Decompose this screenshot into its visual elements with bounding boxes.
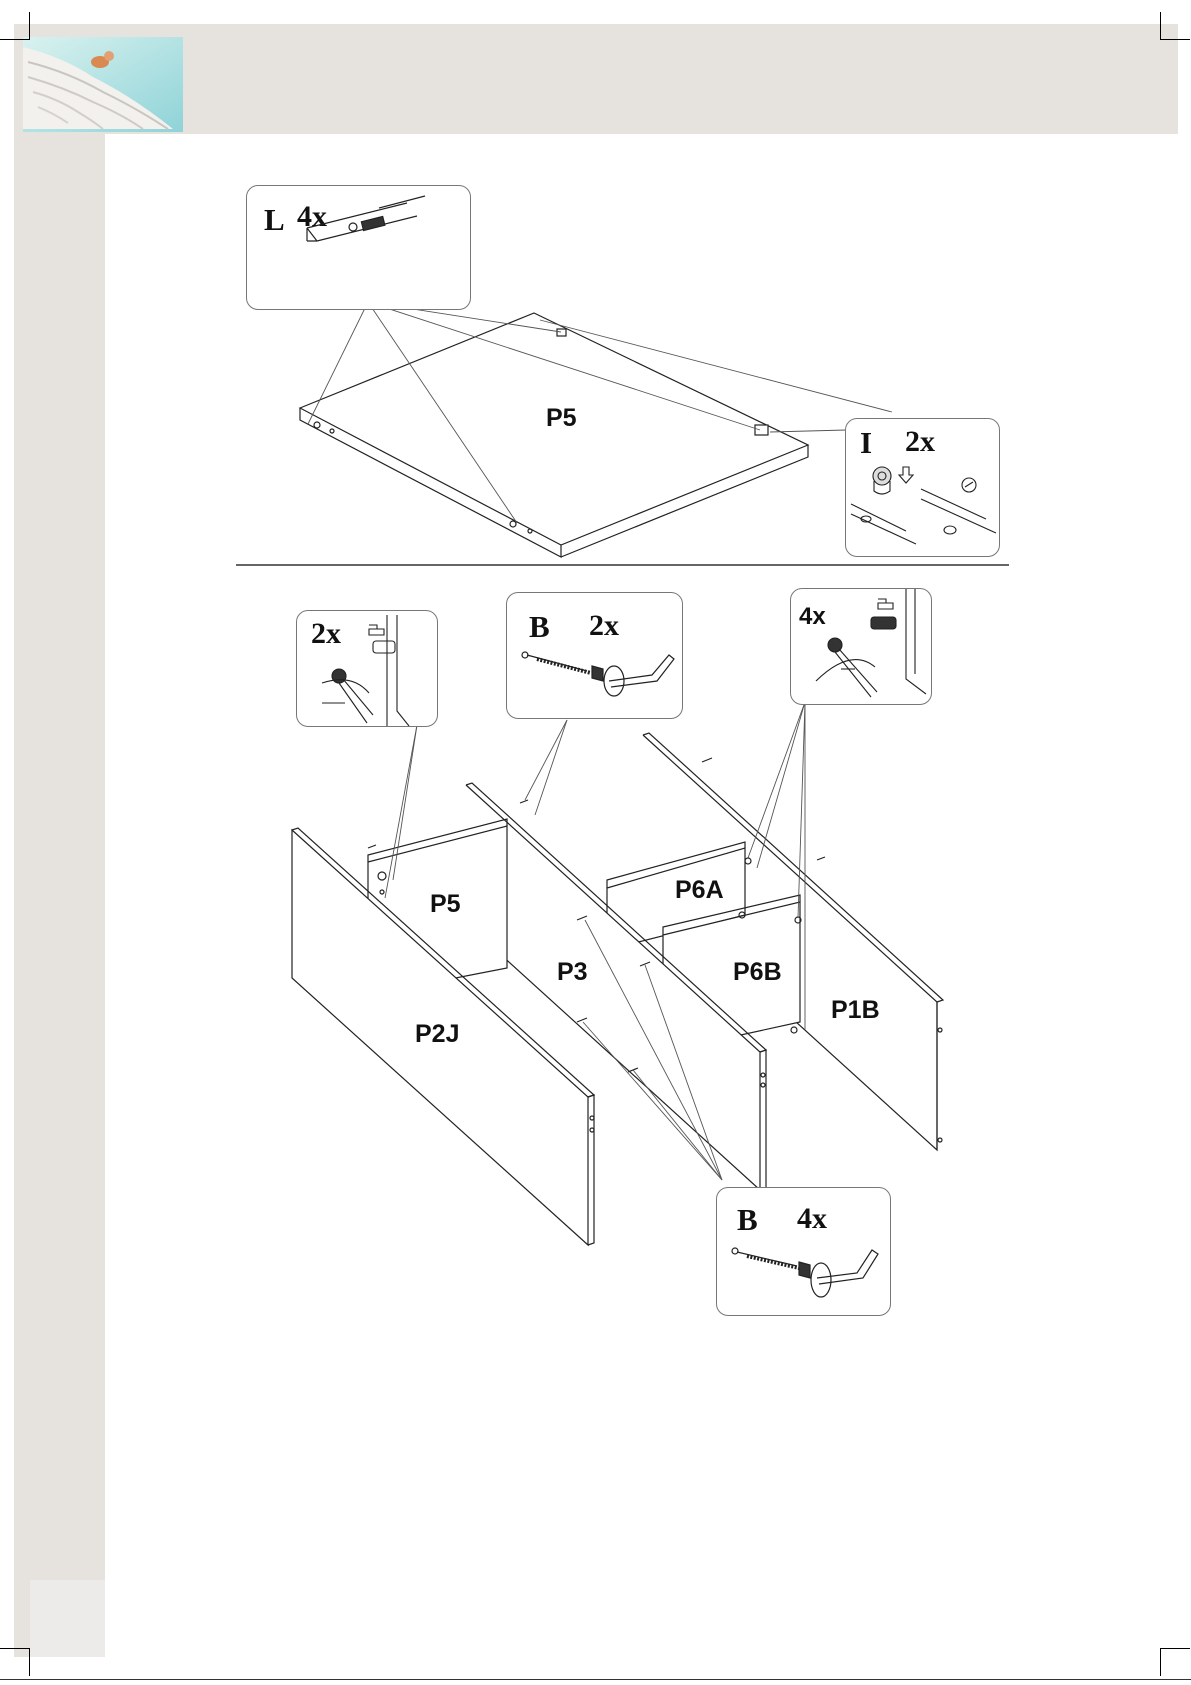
- board-p5-step1: [300, 313, 808, 557]
- part-label-p6a: P6A: [675, 876, 724, 905]
- cam-bolt-icon: [247, 186, 470, 309]
- callout-bolt-top: B 2x: [506, 592, 683, 719]
- part-label-p2j: P2J: [415, 1020, 459, 1049]
- part-label-p1b: P1B: [831, 996, 880, 1025]
- screw-wrench-icon: [507, 593, 682, 718]
- bottom-edge-line: [0, 1679, 1191, 1683]
- callout-cam-left: 2x: [296, 610, 438, 727]
- part-label-p5: P5: [430, 890, 461, 919]
- callout-bolt-bottom: B 4x: [716, 1187, 891, 1316]
- screw-wrench-icon: [717, 1188, 890, 1315]
- cam-turn-icon: [791, 589, 931, 704]
- part-label-p6b: P6B: [733, 958, 782, 987]
- cam-turn-icon: [297, 611, 437, 726]
- part-label-p3: P3: [557, 958, 588, 987]
- callout-cam-right: 4x: [790, 588, 932, 705]
- part-label-p5-step1: P5: [546, 404, 577, 433]
- callout-L: L 4x: [246, 185, 471, 310]
- callout-I: I 2x: [845, 418, 1000, 557]
- cam-lock-icon: [846, 419, 999, 556]
